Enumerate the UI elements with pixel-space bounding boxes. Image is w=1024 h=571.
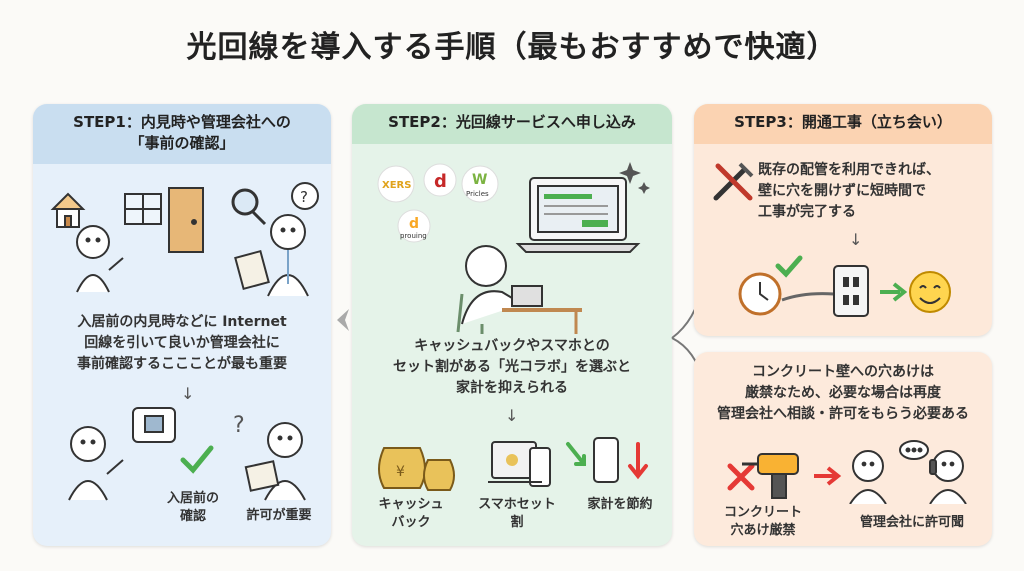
label-ask-manager-permission: 管理会社に許可聞 xyxy=(859,515,964,530)
lan-port-bubble-icon xyxy=(132,407,176,443)
label-smartphone-set-l1: スマホセット xyxy=(478,497,556,512)
label-cashback-l2: バック xyxy=(391,515,431,530)
svg-text:Pricles: Pricles xyxy=(466,190,489,198)
step3-header: STEP3：開通工事（立ち会い） xyxy=(694,104,992,144)
savings-arrows-icon xyxy=(566,437,648,483)
step3-card: STEP3：開通工事（立ち会い） 既存の配管を利用できれば、 壁に穴を開けずに短… xyxy=(694,104,992,336)
person-at-desk xyxy=(456,245,582,334)
question-mark-icon: ? xyxy=(233,413,245,438)
wall-outlet-icon xyxy=(833,265,869,317)
label-pre-move-check: 入居前の 確認 xyxy=(153,490,233,526)
step3-warning-card: コンクリート壁への穴あけは 厳禁なため、必要な場合は再度 管理会社へ相談・許可を… xyxy=(694,352,992,546)
step1-permission-illustration: ? xyxy=(68,407,306,501)
step1-header: STEP1：内見時や管理会社への 「事前の確認」 xyxy=(33,104,331,164)
label-pre-move-check-l2: 確認 xyxy=(179,509,206,524)
step3-desc-line1: 既存の配管を利用できれば、 xyxy=(758,162,940,178)
manager-with-clipboard xyxy=(234,214,309,297)
step2-benefits-illustration: ¥ xyxy=(378,437,648,491)
cable-line xyxy=(781,292,835,302)
step3-description: 既存の配管を利用できれば、 壁に穴を開けずに短時間で 工事が完了する xyxy=(758,160,988,223)
step3-warning-line2: 厳禁なため、必要な場合は再度 xyxy=(745,385,941,401)
down-arrow-icon: ↓ xyxy=(849,230,863,249)
label-pre-move-check-l1: 入居前の xyxy=(166,491,219,506)
label-cashback-l1: キャッシュ xyxy=(378,497,444,512)
step2-desc-line3: 家計を抑えられる xyxy=(456,380,568,396)
manager-holding-document xyxy=(244,422,306,501)
down-arrow-icon: ↓ xyxy=(505,406,519,425)
step2-desc-line2: セット割がある「光コラボ」を選ぶと xyxy=(393,359,631,375)
drill-icon xyxy=(742,453,799,499)
svg-text:d: d xyxy=(409,216,419,232)
tools-icon xyxy=(713,162,754,201)
label-permission-important: 許可が重要 xyxy=(246,508,312,523)
smartphone-set-icon xyxy=(488,441,551,487)
down-arrow-icon: ↓ xyxy=(181,384,195,403)
magnifier-icon xyxy=(231,188,267,226)
step3-desc-line3: 工事が完了する xyxy=(758,204,856,220)
label-concrete-l2: 穴あけ厳禁 xyxy=(730,523,796,538)
step3-warning-text: コンクリート壁への穴あけは 厳禁なため、必要な場合は再度 管理会社へ相談・許可を… xyxy=(700,362,986,425)
label-smartphone-set-discount: スマホセット 割 xyxy=(462,496,572,532)
laptop-icon xyxy=(515,177,641,253)
person-speaking xyxy=(76,225,124,293)
label-cashback: キャッシュ バック xyxy=(366,496,456,532)
clock-icon xyxy=(738,272,782,316)
logo-xers: XERS xyxy=(377,165,415,203)
svg-text:W: W xyxy=(472,172,487,188)
step2-description: キャッシュバックやスマホとの セット割がある「光コラボ」を選ぶと 家計を抑えられ… xyxy=(360,336,664,399)
svg-text:d: d xyxy=(434,171,447,192)
step3-no-drilling-illustration xyxy=(727,440,967,504)
speech-dots-icon xyxy=(899,440,929,460)
left-arrow-icon xyxy=(337,309,349,331)
step2-header: STEP2：光回線サービスへ申し込み xyxy=(352,104,672,144)
svg-text:XERS: XERS xyxy=(382,180,411,191)
step1-description: 入居前の内見時などに Internet 回線を引いて良いか管理会社に 事前確認す… xyxy=(43,312,321,375)
label-no-concrete-drilling: コンクリート 穴あけ厳禁 xyxy=(708,504,818,540)
cross-icon xyxy=(727,463,755,491)
step3-desc-line2: 壁に穴を開けずに短時間で xyxy=(758,183,926,199)
svg-text:prouing: prouing xyxy=(400,232,427,240)
step1-header-line2: 「事前の確認」 xyxy=(129,134,235,152)
label-smartphone-set-l2: 割 xyxy=(510,515,524,530)
svg-text:?: ? xyxy=(300,188,308,206)
logo-prouing: d prouing xyxy=(397,209,431,243)
svg-text:¥: ¥ xyxy=(396,464,405,480)
door-icon xyxy=(168,187,204,253)
page-title: 光回線を導入する手順（最もおすすめで快適） xyxy=(186,30,838,65)
step3-warning-line1: コンクリート壁への穴あけは xyxy=(752,364,934,380)
manager-on-phone xyxy=(929,450,967,504)
logo-pricles: W Pricles xyxy=(461,165,499,203)
step2-desc-line1: キャッシュバックやスマホとの xyxy=(414,338,610,354)
step2-card: STEP2：光回線サービスへ申し込み XERS d W Pricles d pr… xyxy=(352,104,672,546)
right-arrow-icon xyxy=(814,466,842,486)
step1-viewing-illustration: ? xyxy=(50,182,319,297)
step3-quick-install-illustration xyxy=(738,255,951,317)
check-icon xyxy=(775,255,803,278)
sparkle-icon xyxy=(619,162,650,194)
money-bag-icon: ¥ xyxy=(378,447,455,491)
house-icon xyxy=(50,192,86,228)
smiley-icon xyxy=(909,271,951,313)
logo-d: d xyxy=(423,163,457,197)
step1-desc-line1: 入居前の内見時などに Internet xyxy=(77,314,287,330)
step1-desc-line2: 回線を引いて良いか管理会社に xyxy=(84,335,280,351)
person-asking xyxy=(849,450,887,504)
label-concrete-l1: コンクリート xyxy=(723,505,802,520)
right-arrow-icon xyxy=(880,282,908,302)
step1-desc-line3: 事前確認するここことが最も重要 xyxy=(77,356,287,372)
step1-header-line1: STEP1：内見時や管理会社への xyxy=(73,113,291,131)
step2-apply-illustration: XERS d W Pricles d prouing xyxy=(377,162,650,334)
check-icon xyxy=(180,445,214,474)
step3-warning-line3: 管理会社へ相談・許可をもらう必要ある xyxy=(717,406,969,422)
label-save-household: 家計を節約 xyxy=(587,497,653,512)
question-bubble-icon: ? xyxy=(291,182,319,210)
person-pointing xyxy=(68,426,124,501)
step1-card: STEP1：内見時や管理会社への 「事前の確認」 ? xyxy=(33,104,331,546)
window-icon xyxy=(124,193,162,225)
